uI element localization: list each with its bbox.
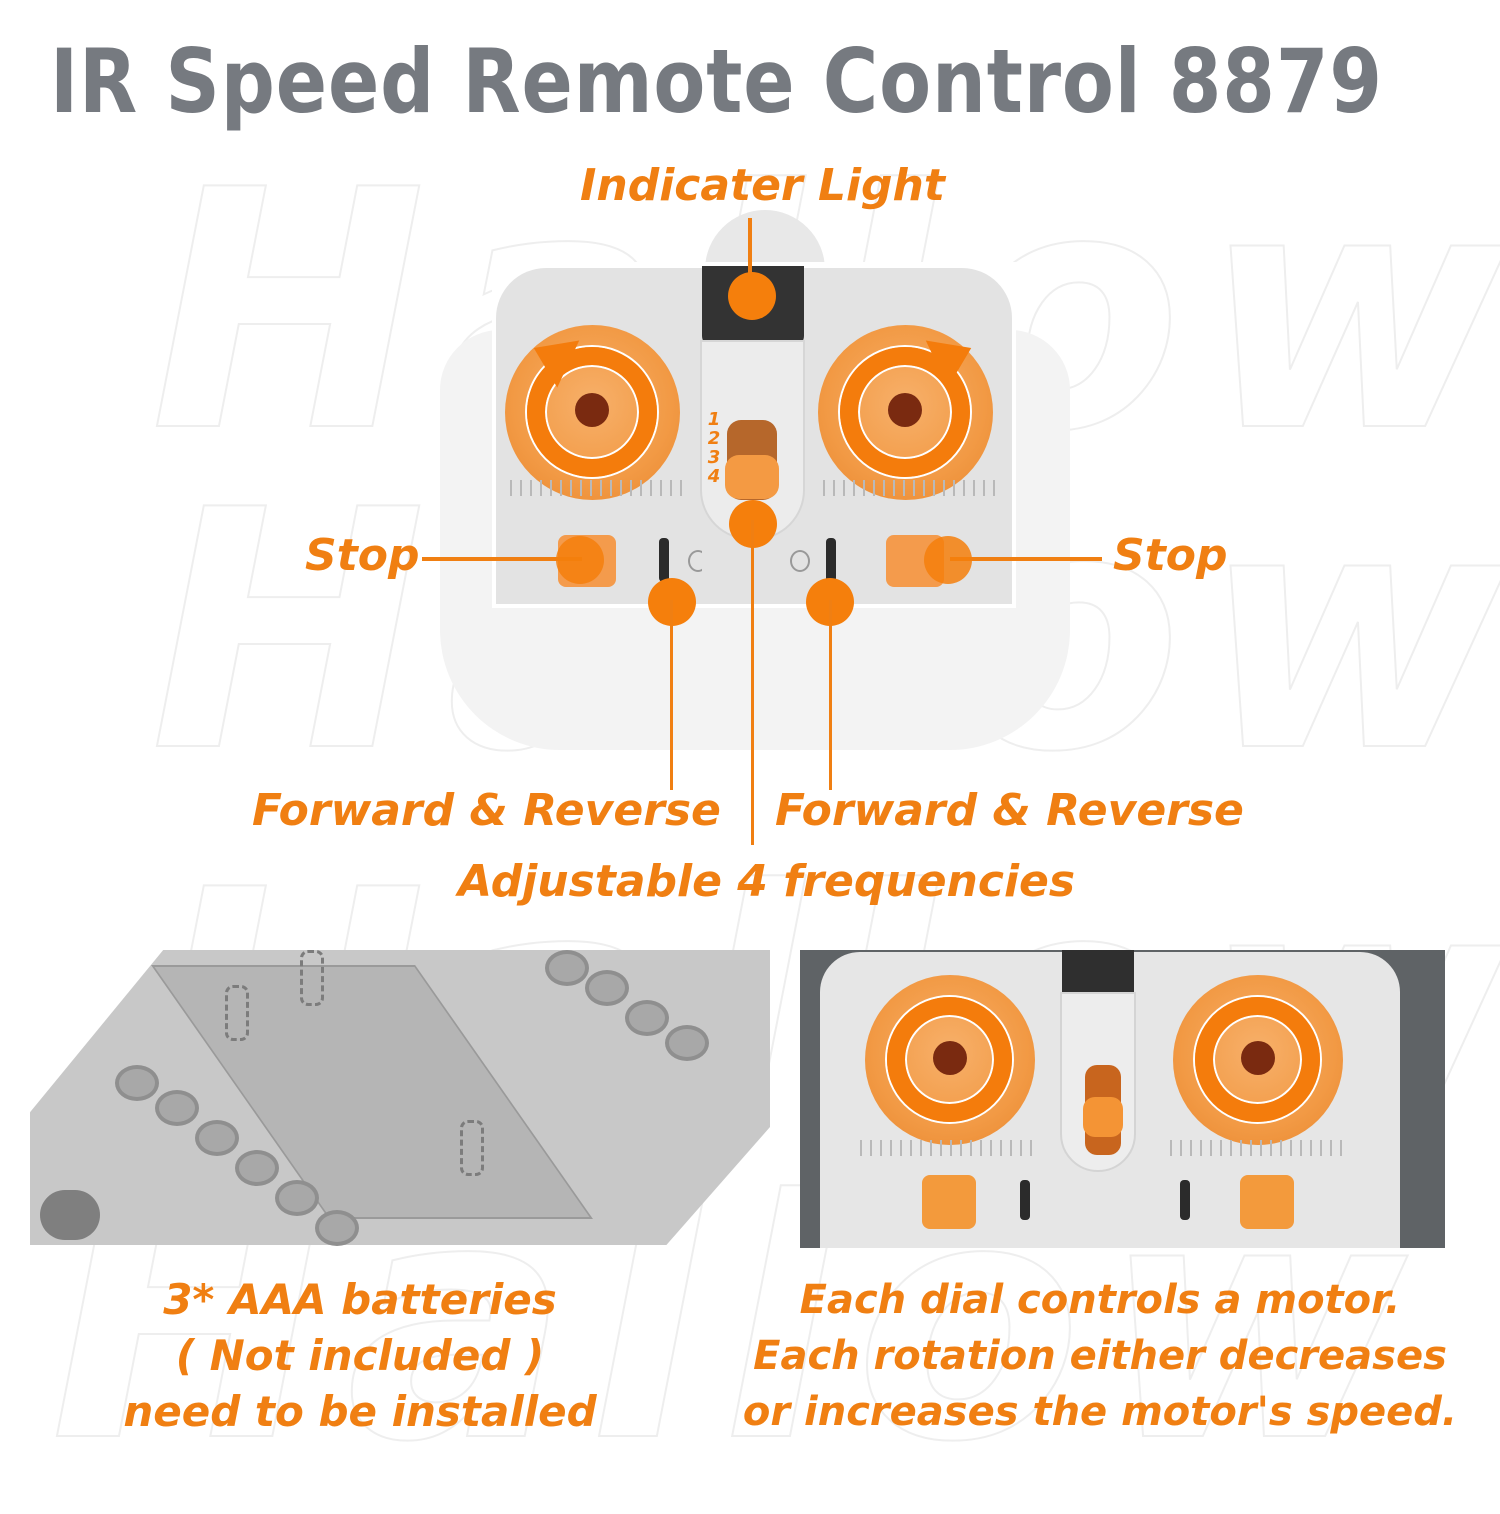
dial-caption: Each dial controls a motor. Each rotatio… <box>735 1272 1465 1440</box>
indicator-light-label: Indicater Light <box>580 160 945 211</box>
fr-left-callout-line <box>670 600 673 790</box>
dial-caption-line: or increases the motor's speed. <box>742 1389 1458 1435</box>
stud <box>625 1000 669 1036</box>
right-speed-dial[interactable] <box>818 324 993 500</box>
frequency-callout-line <box>751 520 754 845</box>
right-direction-toggle[interactable] <box>1180 1180 1190 1220</box>
stud <box>195 1120 239 1156</box>
battery-caption-line: need to be installed <box>123 1387 597 1436</box>
left-dial-scale <box>860 1140 1040 1156</box>
frequency-2: 2 <box>707 428 721 449</box>
left-speed-dial[interactable] <box>865 975 1035 1145</box>
stud <box>545 950 589 986</box>
fr-right-callout-line <box>829 600 832 790</box>
right-direction-toggle[interactable] <box>826 538 836 582</box>
right-stop-button[interactable] <box>1240 1175 1294 1229</box>
left-stop-button[interactable] <box>922 1175 976 1229</box>
stop-right-callout-dot <box>924 536 972 584</box>
spring-icon <box>460 1120 484 1176</box>
stud <box>315 1210 359 1246</box>
frequency-numbers: 1 2 3 4 <box>707 410 721 486</box>
dial-caption-line: Each dial controls a motor. <box>799 1277 1401 1323</box>
frequency-4: 4 <box>707 466 721 487</box>
frequencies-label: Adjustable 4 frequencies <box>458 856 1076 907</box>
spring-icon <box>300 950 324 1006</box>
left-direction-toggle[interactable] <box>1020 1180 1030 1220</box>
stud <box>665 1025 709 1061</box>
spring-icon <box>225 985 249 1041</box>
stop-right-label: Stop <box>1113 530 1228 581</box>
c-icon <box>790 550 810 572</box>
forward-reverse-left-label: Forward & Reverse <box>252 785 721 836</box>
battery-caption-line: ( Not included ) <box>175 1331 545 1380</box>
page-title: IR Speed Remote Control 8879 <box>50 30 1383 133</box>
indicator-callout-line <box>748 218 752 288</box>
axle-hole-icon <box>933 1041 967 1075</box>
indicator-callout-dot <box>728 272 776 320</box>
stud <box>115 1065 159 1101</box>
frequency-slider-knob[interactable] <box>725 455 779 499</box>
stop-left-callout-line <box>422 557 582 561</box>
left-speed-dial[interactable] <box>505 324 680 500</box>
axle-hole-icon <box>888 393 922 427</box>
left-direction-toggle[interactable] <box>659 538 669 582</box>
right-dial-scale <box>1170 1140 1350 1156</box>
stud <box>155 1090 199 1126</box>
left-dial-scale <box>510 480 685 496</box>
dial-caption-line: Each rotation either decreases <box>753 1333 1447 1379</box>
axle-hole-icon <box>575 393 609 427</box>
stud <box>235 1150 279 1186</box>
frequency-3: 3 <box>707 447 721 468</box>
stop-left-callout-dot <box>556 536 604 584</box>
battery-caption-line: 3* AAA batteries <box>163 1275 557 1324</box>
frequency-1: 1 <box>707 409 721 430</box>
stop-right-callout-line <box>950 557 1102 561</box>
connector-port <box>40 1190 100 1240</box>
forward-reverse-right-label: Forward & Reverse <box>775 785 1244 836</box>
stud <box>275 1180 319 1216</box>
axle-hole-icon <box>1241 1041 1275 1075</box>
stud <box>585 970 629 1006</box>
frequency-slider-knob[interactable] <box>1083 1097 1123 1137</box>
ir-window <box>1062 950 1134 995</box>
right-speed-dial[interactable] <box>1173 975 1343 1145</box>
stop-left-label: Stop <box>305 530 420 581</box>
right-dial-scale <box>823 480 998 496</box>
battery-caption: 3* AAA batteries ( Not included ) need t… <box>110 1272 610 1440</box>
